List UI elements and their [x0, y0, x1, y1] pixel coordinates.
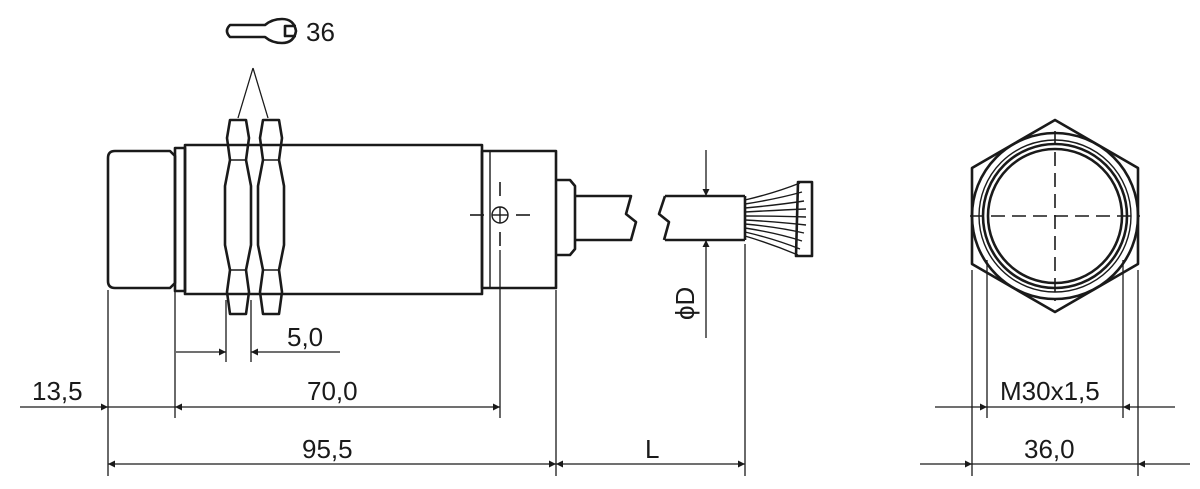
- nut-left: [223, 118, 253, 316]
- wire-ends: [794, 180, 814, 258]
- wrench-leader-lines: [237, 67, 269, 119]
- cable: [575, 194, 747, 242]
- front-view-hex: [970, 118, 1140, 314]
- cable-length-label: L: [645, 434, 659, 464]
- nut-thickness-label: 5,0: [287, 322, 323, 352]
- cable-diameter-label: ϕD: [670, 287, 700, 320]
- wrench-size-label: 36: [306, 17, 335, 47]
- front-length-label: 13,5: [32, 376, 83, 406]
- thread-label: M30x1,5: [1000, 376, 1100, 406]
- total-length-label: 95,5: [302, 434, 353, 464]
- wrench-icon: [225, 17, 298, 45]
- sensor-housing: [106, 143, 577, 296]
- nut-right: [256, 118, 286, 316]
- front-view-extension-lines: [971, 260, 1139, 476]
- extension-lines: [107, 244, 746, 476]
- thread-length-label: 70,0: [307, 376, 358, 406]
- led-indicator-icon: [470, 182, 530, 246]
- across-flats-label: 36,0: [1024, 434, 1075, 464]
- cable-wires: [744, 182, 807, 256]
